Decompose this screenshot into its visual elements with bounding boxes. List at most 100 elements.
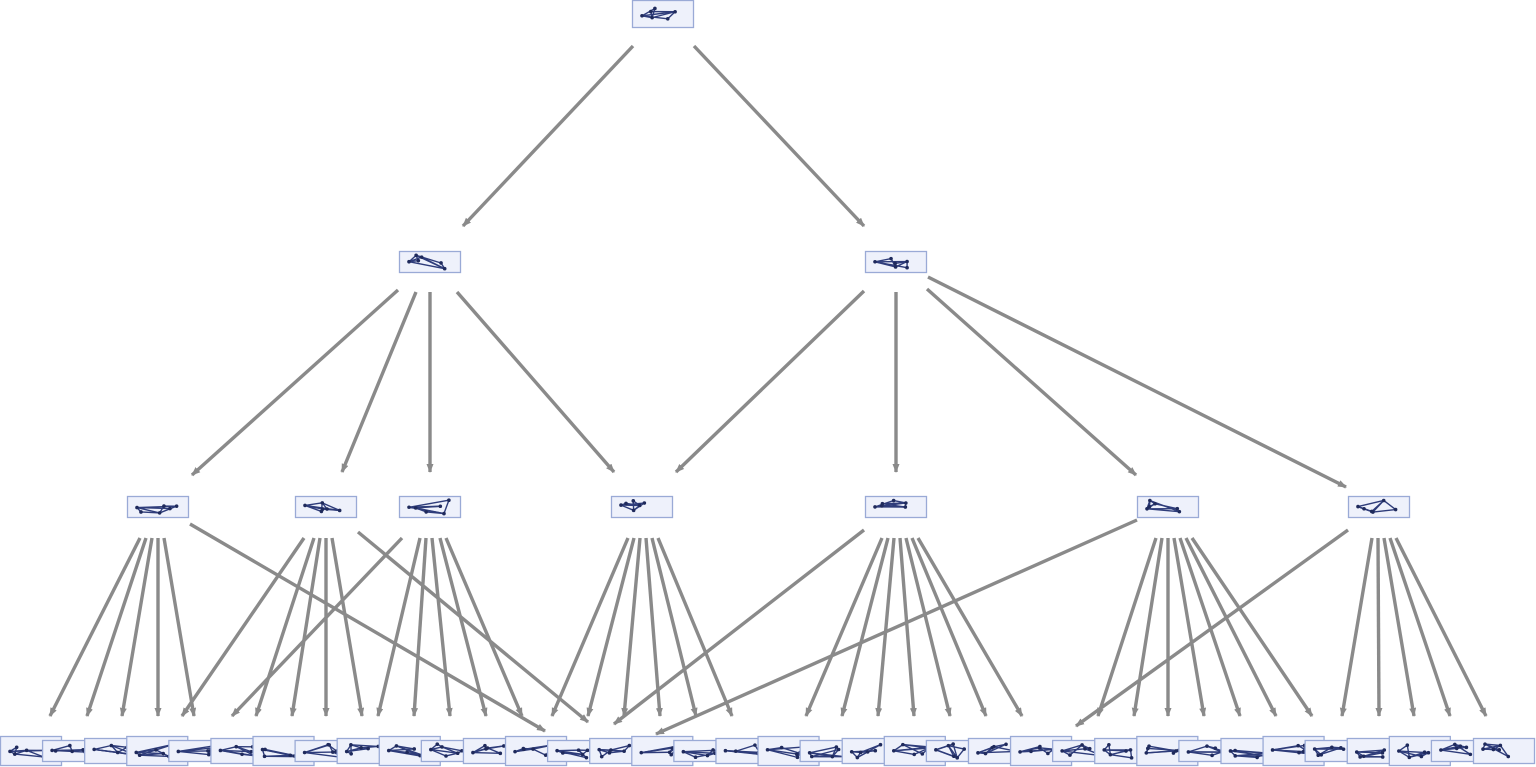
graph-vertex <box>1397 749 1401 753</box>
graph-vertex <box>873 748 878 753</box>
graph-edge <box>1440 749 1471 756</box>
graph-vertex <box>946 743 951 748</box>
graph-vertex <box>1270 748 1275 752</box>
graph-vertex <box>139 510 143 514</box>
graph-vertex <box>1296 743 1300 748</box>
graph-vertex <box>576 748 581 752</box>
graph-vertex <box>1213 746 1218 751</box>
graph-vertex <box>303 503 307 508</box>
graph-vertex <box>325 507 329 511</box>
graph-vertex <box>1124 749 1128 753</box>
graph-vertex <box>320 501 325 505</box>
graph-vertex <box>873 505 877 509</box>
graph-vertex <box>1419 754 1424 759</box>
graph-vertex <box>765 747 770 752</box>
graph-vertex <box>1339 745 1343 750</box>
graph-vertex <box>8 749 12 754</box>
graph-vertex <box>1497 748 1502 752</box>
graph-vertex <box>1393 507 1398 512</box>
graph-vertex <box>162 504 166 508</box>
generation-2-node <box>1347 495 1411 519</box>
graph-edge <box>1482 748 1500 751</box>
graph-edge <box>1499 745 1509 757</box>
graph-vertex <box>471 750 475 755</box>
edge-arrow <box>1339 537 1374 717</box>
graph-vertex <box>1464 745 1469 750</box>
graph-vertex <box>1255 755 1259 760</box>
edge-arrow <box>438 537 488 717</box>
generation-2-node <box>126 495 190 519</box>
graph-vertex <box>327 743 332 747</box>
graph-vertex <box>157 511 162 515</box>
graph-vertex <box>176 749 181 754</box>
graph-vertex <box>1458 744 1463 748</box>
graph-vertex <box>1506 754 1511 759</box>
edge-arrow <box>376 537 422 717</box>
graph-vertex <box>498 751 503 756</box>
graph-vertex <box>1046 751 1050 756</box>
graph-vertex <box>905 259 909 264</box>
graph-edge <box>415 505 441 509</box>
graph-edge <box>851 750 876 753</box>
graph-vertex <box>12 752 17 756</box>
graph-vertex <box>359 745 363 750</box>
graph-vertex <box>665 17 670 21</box>
graph-vertex <box>555 748 559 753</box>
graph-vertex <box>288 753 293 758</box>
graph-vertex <box>1468 752 1473 757</box>
edge-arrow <box>655 518 1138 736</box>
graph-vertex <box>779 745 784 750</box>
edge-arrow <box>656 537 734 717</box>
graph-vertex <box>531 747 535 751</box>
graph-edge <box>1235 749 1268 754</box>
graph-edge <box>1357 499 1384 508</box>
graph-vertex <box>893 261 897 266</box>
graph-vertex <box>260 747 265 752</box>
graph-edge <box>725 750 759 755</box>
graph-vertex <box>1175 506 1180 511</box>
graph-edge <box>443 499 450 514</box>
graph-vertex <box>809 754 814 759</box>
graph-vertex <box>855 755 860 760</box>
graph-edge <box>947 745 958 759</box>
graph-edge <box>809 746 837 754</box>
graph-vertex <box>639 750 644 755</box>
graph-edge <box>893 744 904 752</box>
graph-vertex <box>640 14 644 18</box>
graph-vertex <box>951 742 955 746</box>
graph-edge <box>241 753 255 757</box>
graph-vertex <box>1382 748 1387 752</box>
graph-edge <box>610 749 625 752</box>
graph-vertex <box>901 742 905 747</box>
graph-edge <box>893 750 915 756</box>
graph-vertex <box>1361 754 1366 759</box>
graph-edge <box>902 743 930 749</box>
graph-vertex <box>435 742 440 746</box>
graph-vertex <box>905 265 909 270</box>
graph-edge <box>220 749 252 753</box>
graph-vertex <box>1146 746 1150 751</box>
graph-vertex <box>1177 509 1182 514</box>
graph-vertex <box>836 747 841 752</box>
graph-vertex <box>405 750 409 755</box>
graph-edge <box>14 753 44 758</box>
graph-vertex <box>513 749 517 754</box>
graph-vertex <box>419 255 424 259</box>
graph-vertex <box>585 748 590 753</box>
graph-edge <box>935 743 954 751</box>
graph-edge <box>262 748 291 756</box>
edge-arrow <box>444 537 524 717</box>
graph-vertex <box>912 752 917 757</box>
graph-vertex <box>349 743 353 747</box>
edge-arrow <box>330 537 365 717</box>
graph-vertex <box>1004 742 1008 747</box>
graph-edge <box>26 749 44 758</box>
edge-arrow <box>927 275 1347 489</box>
graph-vertex <box>1483 742 1487 746</box>
edge-arrow <box>289 537 322 717</box>
edge-arrow <box>461 44 635 228</box>
graph-vertex <box>952 754 956 759</box>
graph-edge <box>1154 503 1178 510</box>
graph-edge <box>14 749 27 755</box>
